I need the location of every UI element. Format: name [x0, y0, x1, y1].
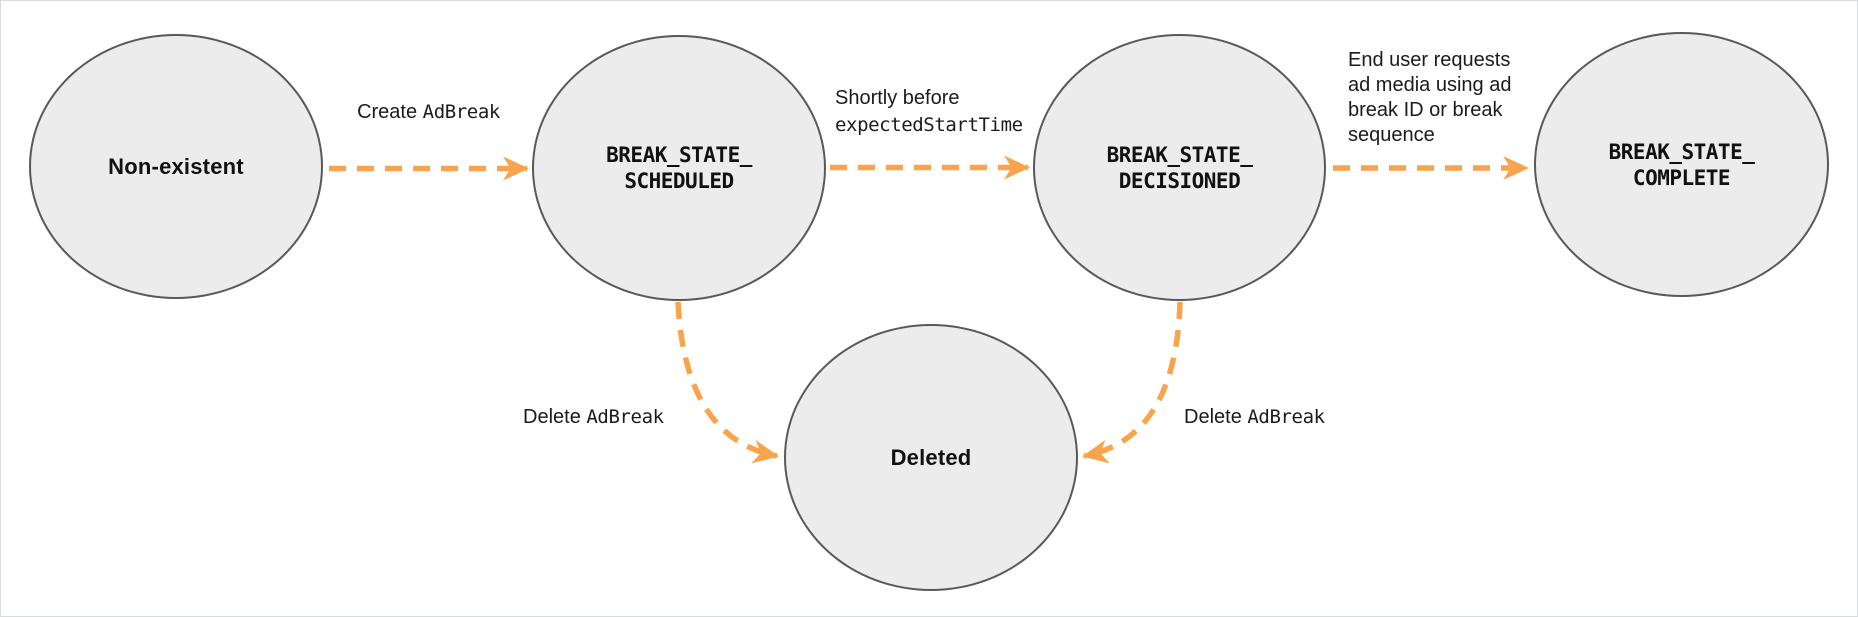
edge-label-text: Delete [523, 406, 581, 428]
edge-label-delete-adbreak-right: Delete AdBreak [1184, 405, 1325, 430]
edge-label-create-adbreak: Create AdBreak [328, 100, 529, 125]
state-node-deleted: Deleted [784, 324, 1078, 591]
arrow-delete-adbreak-from-decisioned [1082, 301, 1183, 464]
state-node-non-existent: Non-existent [29, 34, 323, 299]
state-node-break-state-complete: BREAK_STATE_ COMPLETE [1534, 32, 1829, 297]
state-label-line1: BREAK_STATE_ [1608, 139, 1755, 164]
edge-label-code: AdBreak [422, 101, 501, 123]
edge-label-line-3: break ID or break [1348, 99, 1503, 121]
edge-label-text: Shortly before [835, 87, 960, 109]
state-label-break-state-scheduled: BREAK_STATE_ SCHEDULED [606, 142, 752, 194]
edge-label-text: Create [357, 101, 418, 123]
edge-label-delete-adbreak-left: Delete AdBreak [523, 405, 664, 430]
state-label-line1: BREAK_STATE_ [606, 143, 752, 167]
edge-label-code: AdBreak [1247, 406, 1325, 428]
edge-label-line-4: sequence [1348, 124, 1435, 146]
state-node-break-state-decisioned: BREAK_STATE_ DECISIONED [1033, 34, 1326, 301]
edge-label-text: Delete [1184, 406, 1242, 428]
arrow-delete-adbreak-from-scheduled [675, 301, 779, 464]
state-label-line1: BREAK_STATE_ [1106, 142, 1253, 167]
edge-label-code: expectedStartTime [835, 114, 1023, 136]
edge-label-line-2: ad media using ad [1348, 74, 1512, 96]
state-label-break-state-complete: BREAK_STATE_ COMPLETE [1609, 139, 1755, 191]
state-node-break-state-scheduled: BREAK_STATE_ SCHEDULED [532, 35, 826, 301]
state-label-non-existent: Non-existent [108, 153, 244, 179]
edge-label-end-user-requests: End user requests ad media using ad brea… [1348, 48, 1511, 148]
edge-label-line-1: End user requests [1348, 49, 1511, 71]
edge-label-code: AdBreak [586, 406, 664, 428]
state-label-line2: DECISIONED [1118, 168, 1241, 193]
state-label-line2: COMPLETE [1632, 165, 1731, 190]
state-label-deleted: Deleted [890, 444, 972, 470]
state-label-line2: SCHEDULED [624, 169, 734, 193]
state-label-break-state-decisioned: BREAK_STATE_ DECISIONED [1107, 142, 1253, 194]
edge-label-shortly-before-expectedstarttime: Shortly before expectedStartTime [835, 85, 1023, 139]
